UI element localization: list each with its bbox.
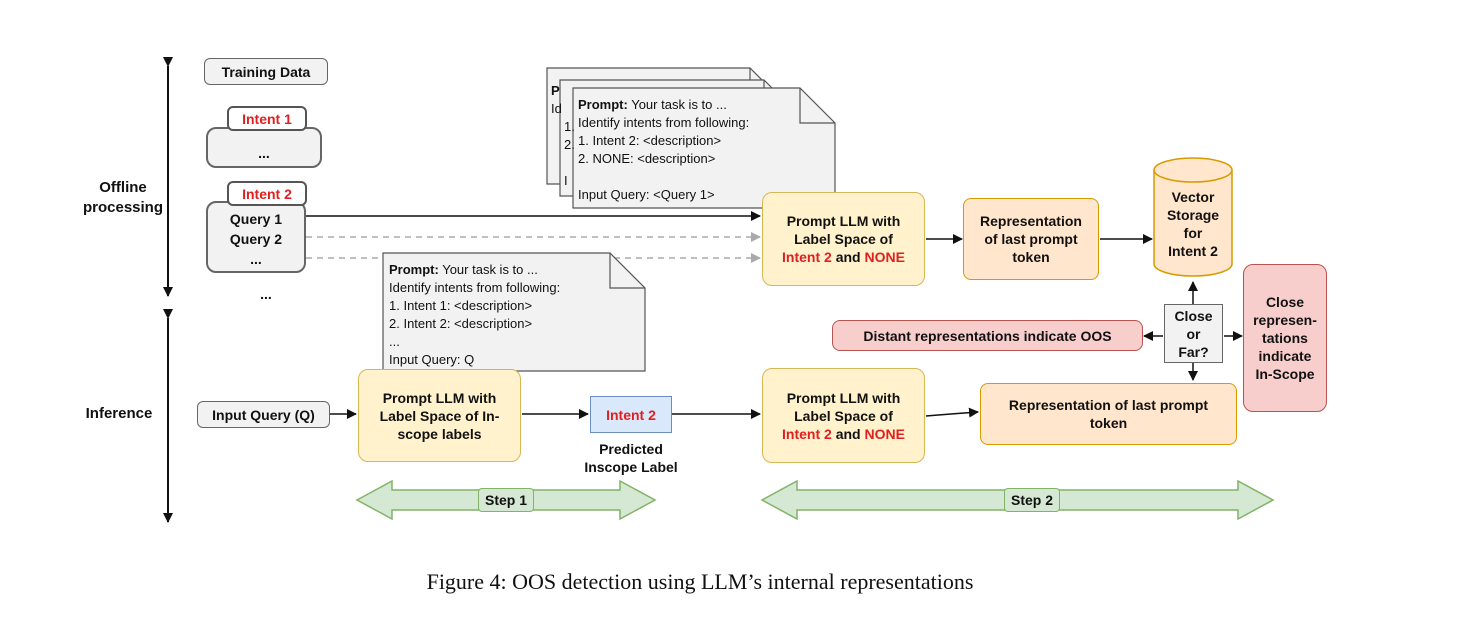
vector-line4: Intent 2 [1168, 243, 1218, 259]
inference-prompt-line1: Your task is to ... [438, 262, 538, 277]
offline-prompt-text: Prompt: Your task is to ... Identify int… [578, 96, 749, 204]
offline-llm-line2: Label Space of [794, 231, 893, 247]
predicted-caption-line1: Predicted [599, 441, 663, 457]
decision-line2: or [1186, 325, 1201, 342]
offline-prompt-line2: Identify intents from following: [578, 115, 750, 130]
offline-prompt-docs [546, 67, 836, 209]
step1-label: Step 1 [478, 488, 534, 512]
intent1-tag: Intent 1 [227, 106, 307, 131]
offline-label-line2: processing [82, 199, 164, 216]
infer-llm-line2: Label Space of [794, 407, 893, 424]
more-intents-ellipsis: ... [260, 286, 272, 302]
infer-llm-none: NONE [864, 425, 905, 442]
offline-prompt-line5: Input Query: <Query 1> [578, 187, 715, 202]
input-query-box: Input Query (Q) [197, 401, 330, 428]
offline-prompt-llm-box: Prompt LLM with Label Space of Intent 2 … [762, 192, 925, 286]
close-or-far-box: Close or Far? [1164, 304, 1223, 363]
inference-label: Inference [85, 405, 153, 422]
query1-label: Query 1 [229, 211, 283, 227]
mid-doc-1: 1. [564, 119, 575, 134]
decision-line1: Close [1174, 307, 1213, 324]
inference-prompt-llm-box: Prompt LLM with Label Space of Intent 2 … [762, 368, 925, 463]
llm-to-final-rep-arrow [925, 407, 979, 418]
close-line1: Close [1265, 294, 1305, 310]
offline-prompt-line1: Your task is to ... [627, 97, 727, 112]
training-data-title: Training Data [204, 58, 328, 85]
offline-rep-line3: token [1012, 249, 1050, 265]
vector-line2: Storage [1166, 207, 1220, 223]
predicted-caption-line2: Inscope Label [584, 459, 678, 475]
inscope-llm-line3: scope labels [397, 425, 482, 442]
close-line2: represen- [1253, 312, 1317, 328]
inference-prompt-text: Prompt: Your task is to ... Identify int… [389, 261, 560, 369]
infer-rep-line2: token [1089, 415, 1128, 431]
offline-llm-none: NONE [864, 249, 905, 265]
inference-prompt-doc [382, 252, 646, 372]
close-inscope-box: Close represen- tations indicate In-Scop… [1243, 264, 1327, 412]
back-doc-text: P Id [551, 82, 562, 118]
vector-storage-label: Vector Storage for Intent 2 [1154, 188, 1232, 260]
query2-label: Query 2 [229, 231, 283, 247]
step2-label: Step 2 [1004, 488, 1060, 512]
inscope-llm-line2: Label Space of In- [379, 407, 500, 424]
infer-rep-line1: Representation of last prompt [1008, 397, 1209, 413]
offline-llm-and: and [831, 249, 865, 265]
offline-representation-box: Representation of last prompt token [963, 198, 1099, 280]
inference-prompt-line2: Identify intents from following: [389, 280, 561, 295]
inference-prompt-line3: 1. Intent 1: <description> [389, 298, 533, 313]
distant-oos-box: Distant representations indicate OOS [832, 320, 1143, 351]
offline-rep-line2: of last prompt [984, 231, 1078, 247]
infer-llm-line1: Prompt LLM with [786, 389, 901, 406]
inference-representation-box: Representation of last prompt token [980, 383, 1237, 445]
intent1-ellipsis: ... [258, 145, 270, 161]
intent2-group: Query 1 Query 2 ... [206, 201, 306, 273]
close-line5: In-Scope [1255, 366, 1315, 382]
predicted-caption: Predicted Inscope Label [566, 440, 696, 476]
inscope-llm-line1: Prompt LLM with [382, 389, 497, 406]
offline-label-line1: Offline [99, 179, 147, 196]
inference-prompt-line4: 2. Intent 2: <description> [389, 316, 533, 331]
inscope-prompt-llm-box: Prompt LLM with Label Space of In- scope… [358, 369, 521, 462]
inference-prompt-line5: ... [389, 334, 400, 349]
infer-llm-intent: Intent 2 [782, 425, 832, 442]
close-line4: indicate [1258, 348, 1312, 364]
intent2-ellipsis: ... [250, 251, 262, 267]
vector-line3: for [1183, 225, 1203, 241]
intent1-group: ... [206, 127, 322, 168]
offline-llm-intent: Intent 2 [782, 249, 832, 265]
vector-line1: Vector [1171, 189, 1215, 205]
mid-doc-i: I [564, 173, 568, 188]
offline-processing-label: Offline processing [78, 178, 168, 218]
offline-llm-line1: Prompt LLM with [786, 213, 901, 229]
inference-prompt-bold: Prompt: [389, 262, 439, 277]
mid-doc-2: 2. [564, 137, 575, 152]
close-line3: tations [1262, 330, 1308, 346]
mid-doc-text: 1. 2. I [564, 118, 575, 190]
offline-prompt-bold: Prompt: [578, 97, 628, 112]
offline-prompt-line4: 2. NONE: <description> [578, 151, 716, 166]
decision-line3: Far? [1178, 343, 1209, 360]
vector-storage-cylinder [1153, 157, 1233, 277]
offline-rep-line1: Representation [980, 213, 1082, 229]
predicted-label-box: Intent 2 [590, 396, 672, 433]
intent2-tag: Intent 2 [227, 181, 307, 206]
figure-caption: Figure 4: OOS detection using LLM’s inte… [426, 569, 974, 594]
back-doc-id: Id [551, 101, 562, 116]
offline-prompt-line3: 1. Intent 2: <description> [578, 133, 722, 148]
inference-prompt-line6: Input Query: Q [389, 352, 475, 367]
infer-llm-and: and [831, 425, 865, 442]
back-doc-p: P [551, 83, 560, 98]
